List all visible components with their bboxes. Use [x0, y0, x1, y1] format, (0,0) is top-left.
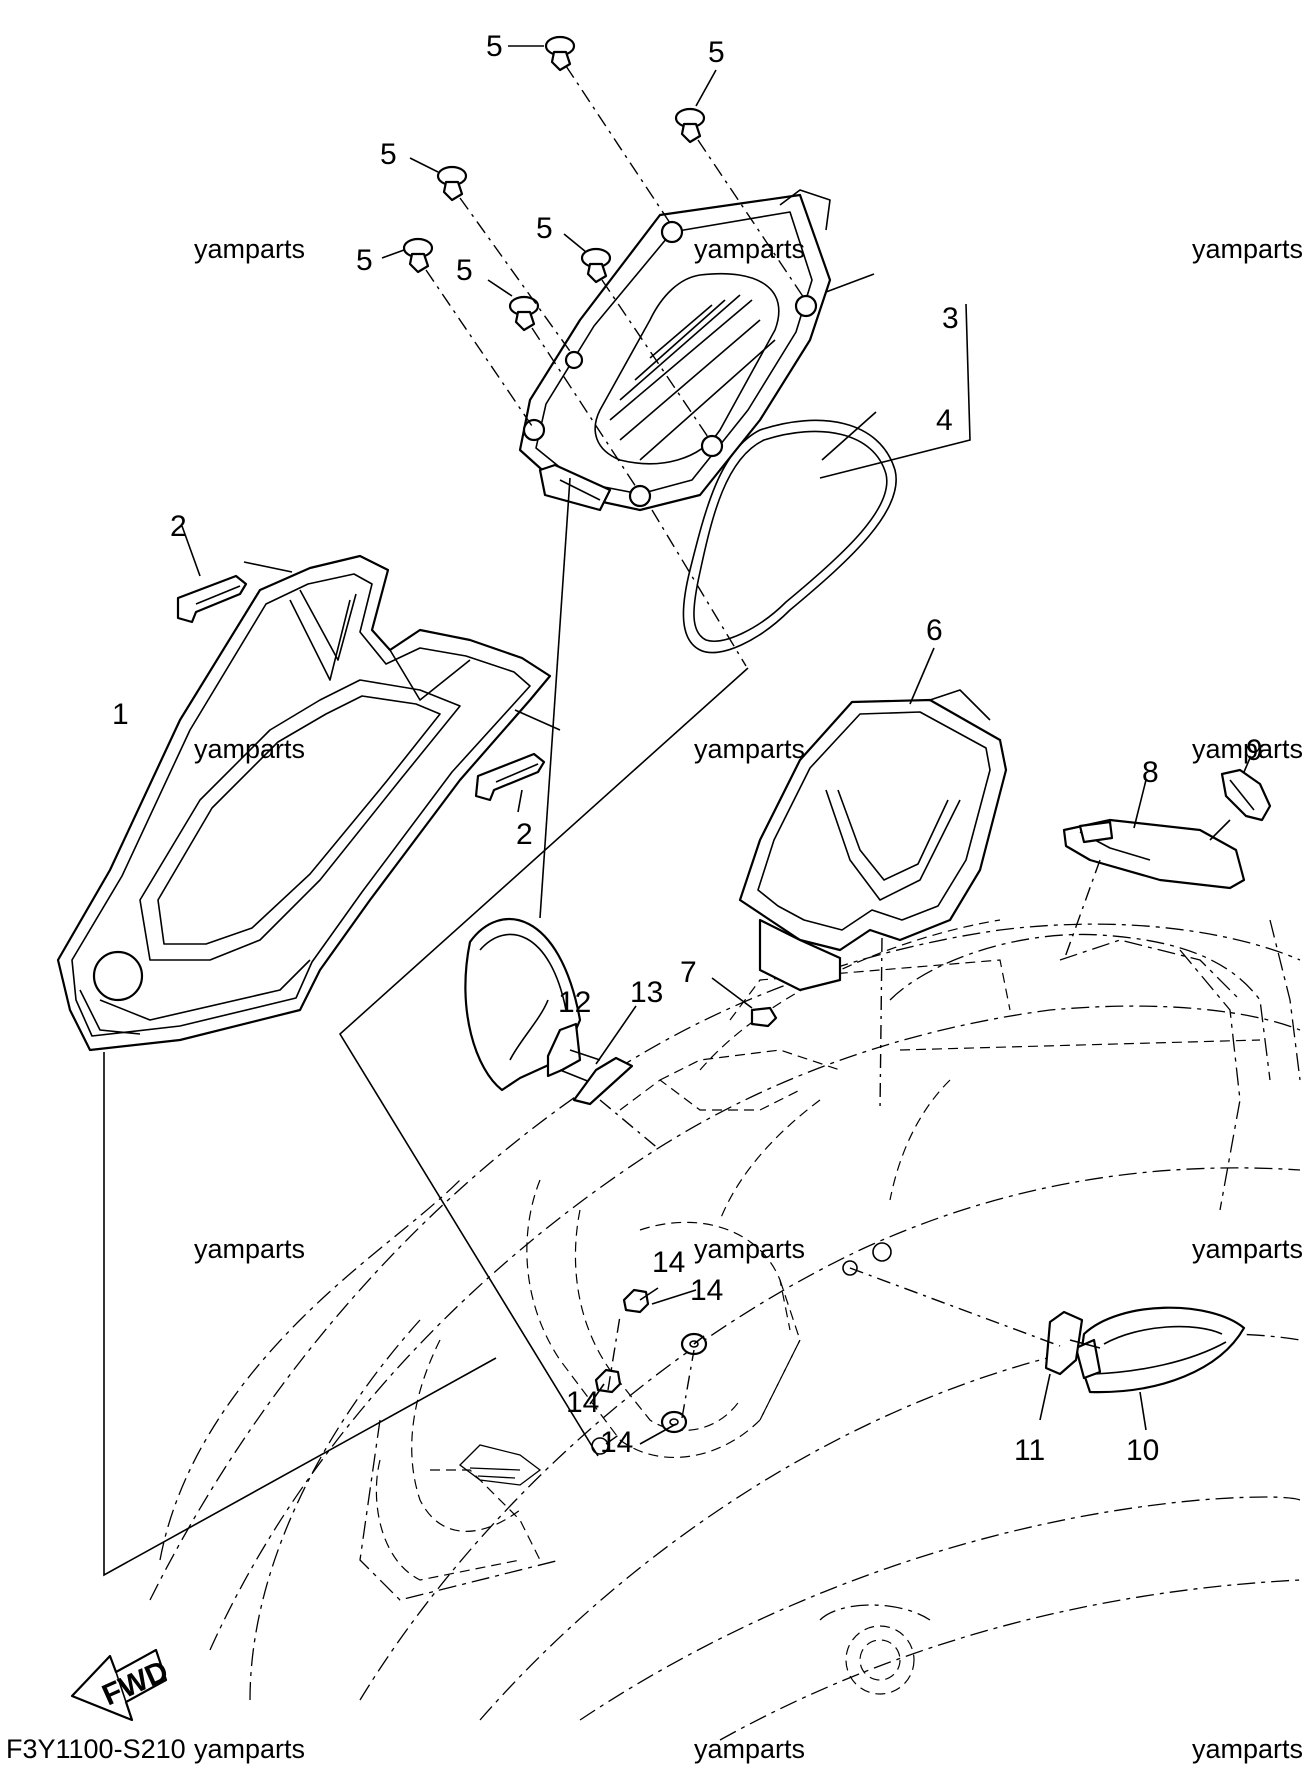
part-12-lens [464, 477, 601, 1092]
callout-5-f: 5 [456, 254, 473, 287]
callout-5-a: 5 [486, 30, 503, 63]
part-3-storage-bin [518, 189, 832, 512]
callout-7: 7 [680, 956, 697, 989]
callout-2-lower: 2 [516, 818, 533, 851]
part-5-screws [381, 35, 805, 491]
screw-icon [508, 295, 540, 332]
callout-1: 1 [112, 698, 129, 731]
guide-lines [103, 273, 971, 1577]
callout-2-upper: 2 [170, 510, 187, 543]
part-9-hinge [1209, 757, 1272, 841]
callout-5-b: 5 [708, 36, 725, 69]
watermark: yamparts [694, 734, 805, 764]
callout-5-e: 5 [356, 244, 373, 277]
watermark: yamparts [194, 1234, 305, 1264]
callout-13: 13 [630, 976, 663, 1009]
fwd-arrow: FWD [70, 1648, 173, 1722]
part-8-lid [1062, 779, 1246, 961]
part-6-cover [738, 647, 1008, 1111]
callout-3: 3 [942, 302, 959, 335]
diagram-code: F3Y1100-S210 [6, 1734, 186, 1764]
callout-14-a: 14 [652, 1246, 685, 1279]
watermark: yamparts [1192, 1734, 1302, 1764]
callout-12: 12 [558, 986, 591, 1019]
part-10-lens-right [1074, 1306, 1246, 1431]
screw-icon [402, 237, 434, 274]
watermark: yamparts [694, 1734, 805, 1764]
watermark: yamparts [194, 734, 305, 764]
watermark: yamparts [1192, 1234, 1302, 1264]
callout-4: 4 [936, 404, 953, 437]
callout-10: 10 [1126, 1434, 1159, 1467]
callout-14-d: 14 [600, 1426, 633, 1459]
nut-icon [622, 1288, 650, 1314]
callout-9: 9 [1246, 734, 1263, 767]
callout-5-d: 5 [536, 212, 553, 245]
watermark: yamparts [194, 1734, 305, 1764]
part-1-front-cover [56, 554, 552, 1052]
watermark: yamparts [694, 1234, 805, 1264]
watermark: yamparts [1192, 734, 1302, 764]
screw-icon [580, 247, 612, 284]
callout-8: 8 [1142, 756, 1159, 789]
part-7-clip [711, 977, 778, 1028]
screw-icon [436, 165, 468, 202]
screw-icon [674, 107, 706, 144]
callout-14-b: 14 [690, 1274, 723, 1307]
washer-icon [660, 1410, 688, 1434]
watermark: yamparts [1192, 234, 1302, 264]
part-14-nuts [589, 1242, 892, 1455]
watermark: yamparts [694, 234, 805, 264]
watermark: yamparts [194, 234, 305, 264]
callout-14-c: 14 [566, 1386, 599, 1419]
callout-5-c: 5 [380, 138, 397, 171]
callout-6: 6 [926, 614, 943, 647]
screw-icon [544, 35, 576, 72]
part-11-gasket-right [849, 1267, 1101, 1421]
watermarks: yamparts yamparts yamparts yamparts yamp… [194, 234, 1302, 1764]
part-2-latch-upper [176, 525, 293, 624]
part-13-gasket [572, 1005, 661, 1151]
part-4-gasket [682, 419, 897, 654]
callout-11: 11 [1014, 1434, 1045, 1467]
callout-labels: 1 2 2 3 4 5 5 5 5 5 5 6 7 8 9 10 11 12 1… [112, 30, 1263, 1467]
